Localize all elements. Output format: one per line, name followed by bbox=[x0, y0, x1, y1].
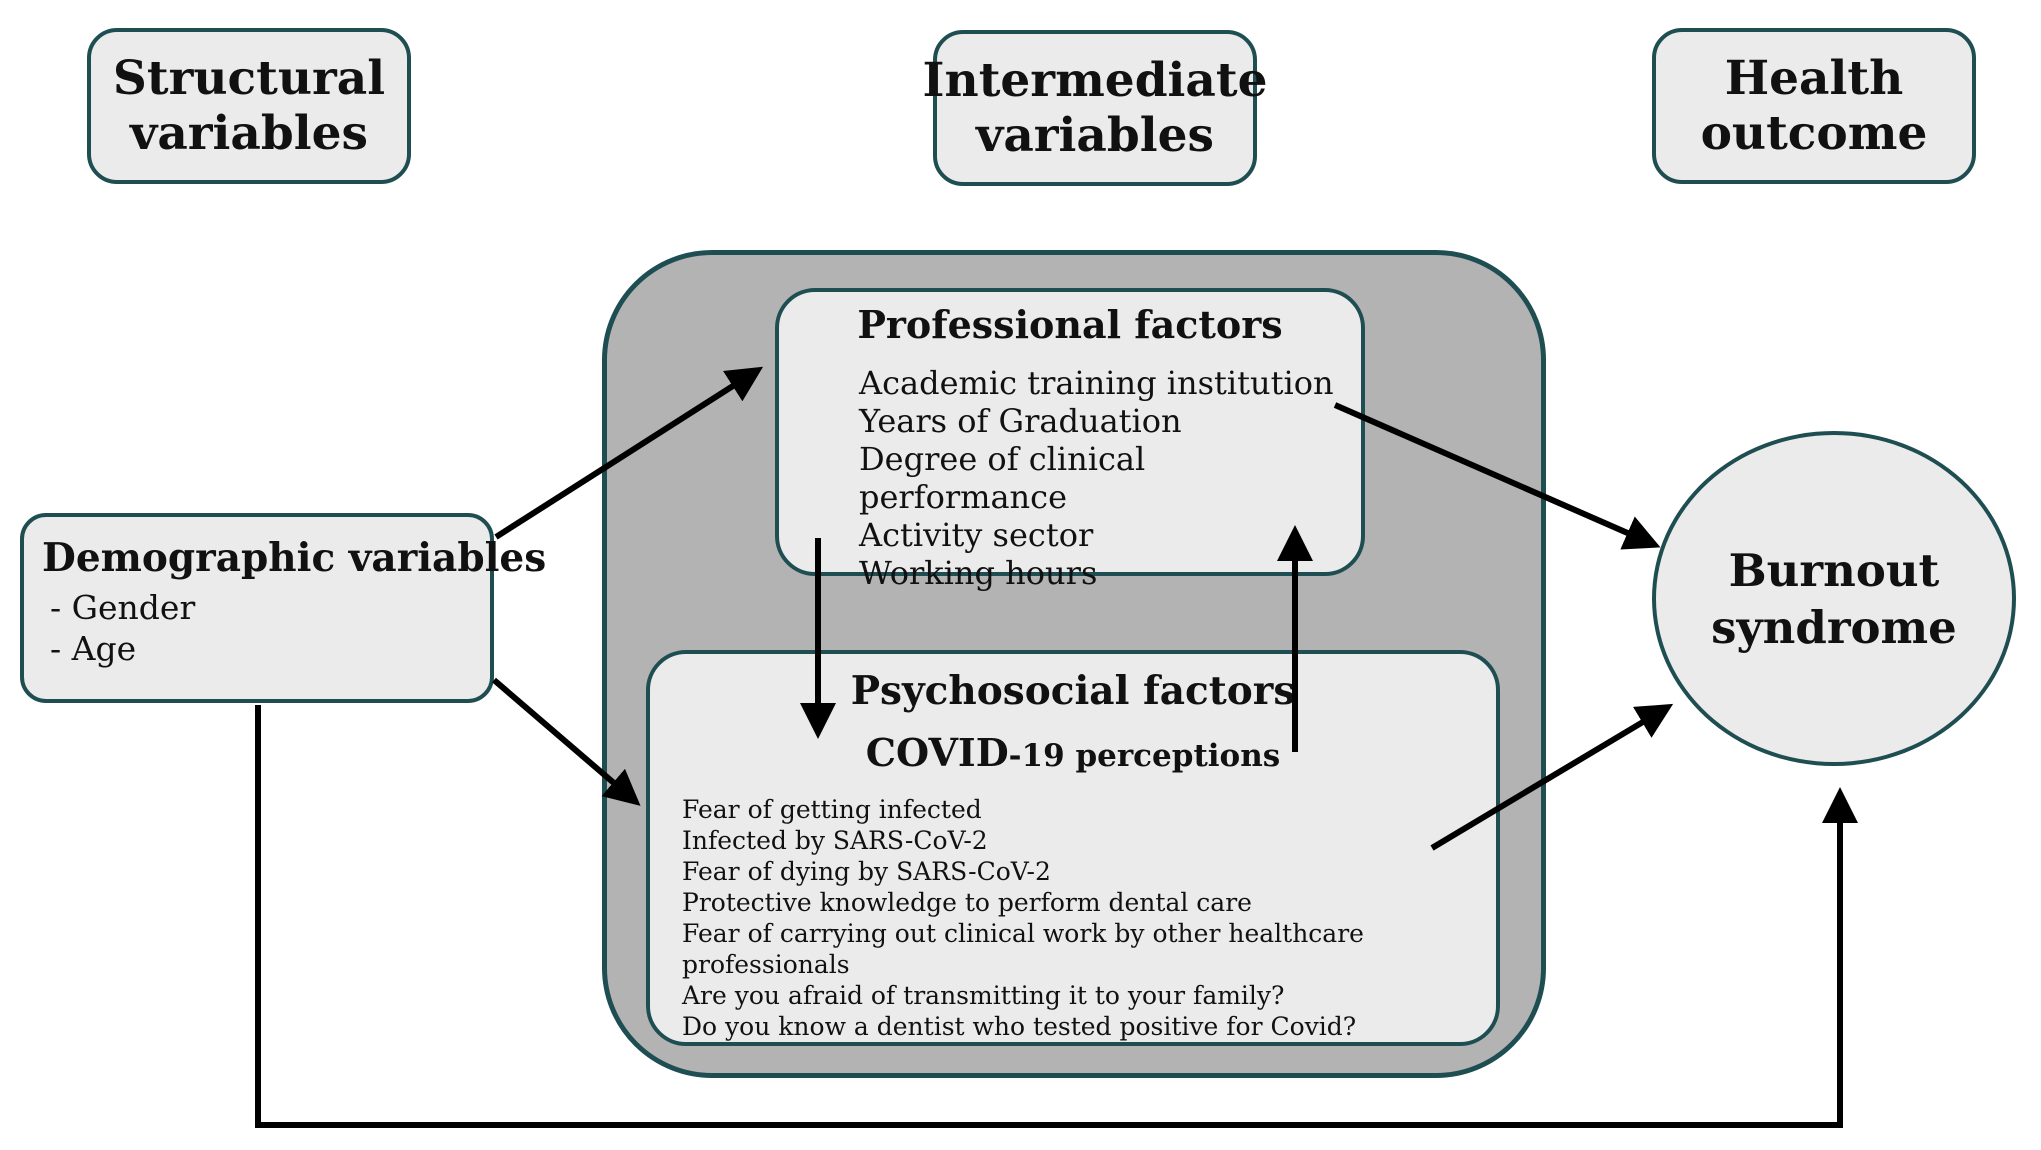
psychosocial-item: Fear of getting infected bbox=[682, 795, 982, 824]
demographic-item: - Gender bbox=[50, 588, 196, 627]
demographic-item: - Age bbox=[50, 629, 137, 668]
psychosocial-factors-title: Psychosocial factors bbox=[850, 668, 1296, 714]
header-structural-line2: variables bbox=[130, 106, 368, 161]
header-structural-variables: Structural variables bbox=[87, 28, 411, 184]
header-intermediate-variables: Intermediate variables bbox=[923, 30, 1267, 186]
professional-factors-list: Academic training institution Years of G… bbox=[859, 364, 1361, 592]
demographic-variables-title: Demographic variables bbox=[42, 535, 547, 581]
header-intermediate-line1: Intermediate bbox=[922, 53, 1268, 108]
header-health-outcome: Health outcome bbox=[1652, 28, 1976, 184]
professional-item: Academic training institution bbox=[859, 364, 1334, 402]
demographic-variables-box: Demographic variables - Gender - Age bbox=[20, 513, 546, 703]
professional-item: Years of Graduation bbox=[859, 402, 1182, 440]
arrow-professional-to-burnout bbox=[1333, 402, 1661, 550]
arrow-psychosocial-to-burnout bbox=[1430, 703, 1674, 851]
header-outcome-line2: outcome bbox=[1700, 106, 1928, 161]
professional-item: Working hours bbox=[859, 554, 1098, 592]
arrow-demographic-to-psychosocial bbox=[492, 677, 641, 806]
demographic-variables-list: - Gender - Age bbox=[50, 587, 195, 669]
arrow-demographic-to-professional bbox=[494, 366, 764, 540]
arrow-demographic-to-burnout-direct bbox=[255, 705, 1858, 1128]
header-structural-line1: Structural bbox=[112, 51, 386, 106]
burnout-syndrome-node: Burnout syndrome bbox=[1652, 431, 2016, 766]
professional-item: Activity sector bbox=[859, 516, 1094, 554]
psychosocial-item: Infected by SARS-CoV-2 bbox=[682, 826, 988, 855]
psychosocial-item: Protective knowledge to perform dental c… bbox=[682, 888, 1252, 917]
covid-subtitle-main: COVID bbox=[865, 730, 1009, 775]
burnout-line2: syndrome bbox=[1711, 600, 1957, 654]
psychosocial-factors-list: Fear of getting infected Infected by SAR… bbox=[682, 794, 1496, 1042]
header-intermediate-line2: variables bbox=[976, 108, 1214, 163]
covid-subtitle-suffix: -19 perceptions bbox=[1008, 738, 1281, 774]
psychosocial-item: Fear of dying by SARS-CoV-2 bbox=[682, 857, 1051, 886]
psychosocial-item: Do you know a dentist who tested positiv… bbox=[682, 1012, 1357, 1041]
burnout-line1: Burnout bbox=[1728, 543, 1940, 597]
covid-perceptions-subtitle: COVID-19 perceptions bbox=[650, 730, 1496, 775]
psychosocial-item: Are you afraid of transmitting it to you… bbox=[682, 981, 1285, 1010]
professional-item: Degree of clinical performance bbox=[859, 440, 1146, 516]
header-outcome-line1: Health bbox=[1724, 51, 1904, 106]
psychosocial-factors-box: Psychosocial factors COVID-19 perception… bbox=[646, 650, 1500, 1046]
professional-factors-box: Professional factors Academic training i… bbox=[775, 288, 1365, 592]
psychosocial-item: Fear of carrying out clinical work by ot… bbox=[682, 919, 1364, 979]
professional-factors-title: Professional factors bbox=[857, 302, 1283, 347]
